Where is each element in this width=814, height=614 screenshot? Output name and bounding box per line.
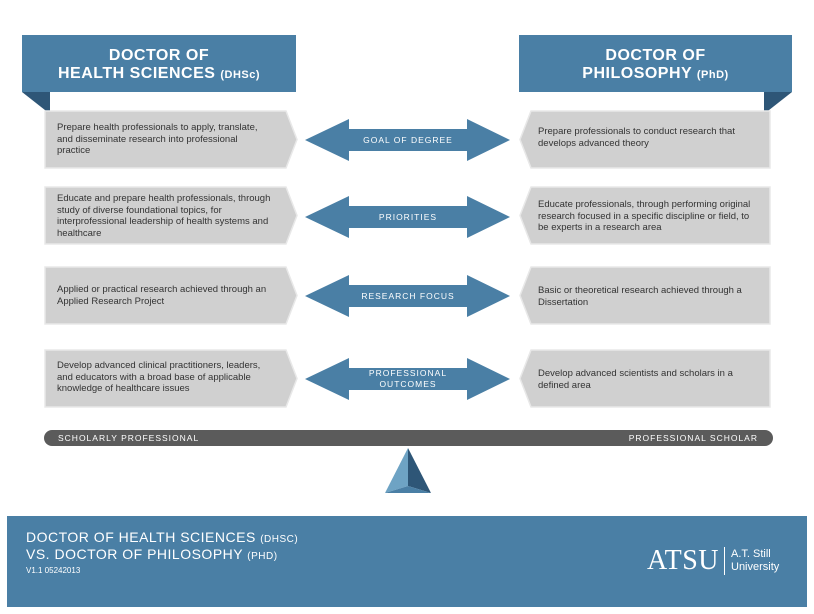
scale-bar (44, 430, 773, 446)
right-header-title: PHILOSOPHY (582, 65, 692, 82)
footer-title-2-abbr: (PHD) (247, 551, 278, 562)
right-text-outcomes: Develop advanced scientists and scholars… (538, 368, 733, 391)
label-research: RESEARCH FOCUS (361, 290, 455, 301)
right-box-outcomes (519, 349, 771, 408)
footer-title-1: DOCTOR OF HEALTH SCIENCES (26, 529, 256, 545)
right-header-line1: DOCTOR OF (605, 47, 706, 64)
arrow-priorities (305, 196, 510, 238)
atsu-logo-divider (724, 547, 725, 575)
scale-left-label: SCHOLARLY PROFESSIONAL (58, 433, 200, 443)
label-priorities: PRIORITIES (378, 211, 438, 222)
left-text-priorities: Educate and prepare health professionals… (57, 193, 271, 239)
left-header-abbr: (DHSc) (220, 69, 261, 81)
label-goal: GOAL OF DEGREE (363, 134, 453, 145)
right-text-priorities: Educate professionals, through performin… (538, 199, 751, 233)
label-outcomes: PROFESSIONAL OUTCOMES (368, 368, 448, 389)
footer-title-2: VS. DOCTOR OF PHILOSOPHY (26, 546, 243, 562)
right-header: DOCTOR OF PHILOSOPHY (PhD) (519, 35, 792, 92)
arrow-goal (305, 119, 510, 161)
left-text-research: Applied or practical research achieved t… (57, 284, 267, 307)
left-box-research (44, 266, 298, 325)
arrow-research (305, 275, 510, 317)
left-header-line1: DOCTOR OF (108, 47, 210, 64)
right-header-abbr: (PhD) (696, 69, 729, 81)
left-header-title: HEALTH SCIENCES (57, 65, 216, 82)
right-box-priorities (519, 186, 771, 245)
right-header-line2: PHILOSOPHY (PhD) (519, 65, 792, 84)
atsu-logo-sub1: A.T. Still (731, 548, 771, 560)
atsu-logo-main: ATSU (647, 545, 720, 576)
right-box-goal (519, 110, 771, 169)
left-header-line2: HEALTH SCIENCES (DHSc) (22, 65, 296, 84)
left-box-goal (44, 110, 298, 169)
left-text-outcomes: Develop advanced clinical practitioners,… (57, 360, 261, 394)
right-text-research: Basic or theoretical research achieved t… (538, 285, 742, 308)
right-header-fold (764, 92, 792, 114)
footer: DOCTOR OF HEALTH SCIENCES (DHSC) VS. DOC… (7, 516, 807, 607)
fulcrum-pyramid-icon (385, 448, 431, 493)
left-box-outcomes (44, 349, 298, 408)
right-text-goal: Prepare professionals to conduct researc… (538, 126, 735, 149)
right-box-research (519, 266, 771, 325)
footer-title-line2: VS. DOCTOR OF PHILOSOPHY (PHD) (26, 546, 278, 565)
arrow-outcomes (305, 358, 510, 400)
footer-title-1-abbr: (DHSC) (260, 534, 299, 545)
left-text-goal: Prepare health professionals to apply, t… (57, 122, 258, 156)
left-header: DOCTOR OF HEALTH SCIENCES (DHSc) (22, 35, 296, 92)
atsu-logo: ATSU A.T. Still University (647, 544, 797, 578)
scale-right-label: PROFESSIONAL SCHOLAR (628, 433, 758, 443)
footer-title-line1: DOCTOR OF HEALTH SCIENCES (DHSC) (26, 529, 298, 548)
left-box-priorities (44, 186, 298, 245)
left-header-fold (22, 92, 50, 114)
footer-version: V1.1 05242013 (26, 566, 81, 575)
atsu-logo-sub2: University (731, 561, 780, 573)
